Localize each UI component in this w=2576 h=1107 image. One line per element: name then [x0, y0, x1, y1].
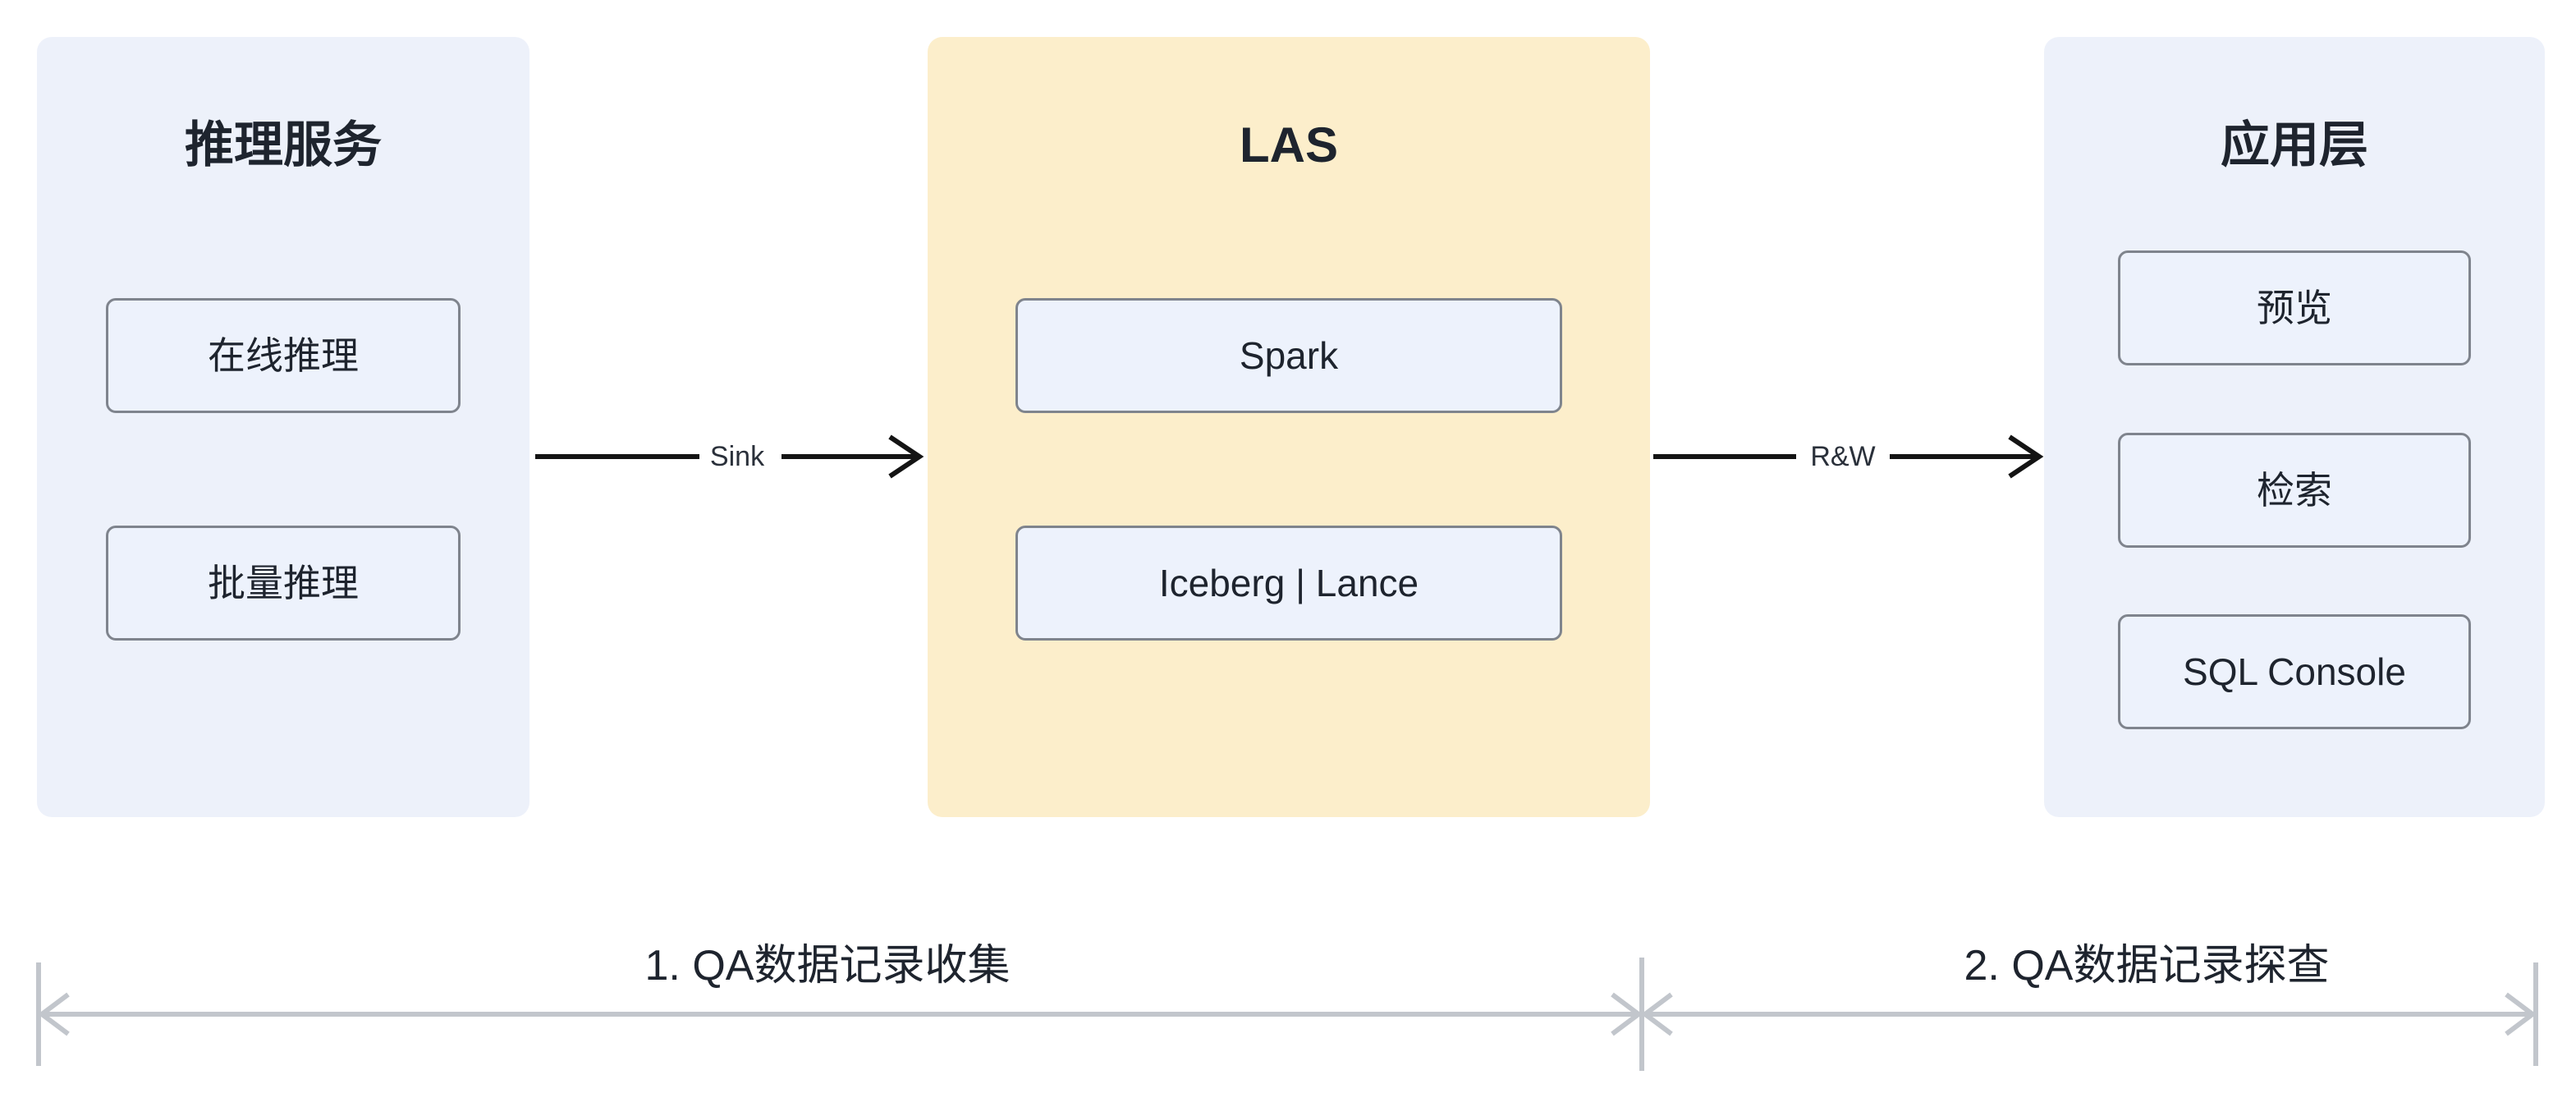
node-preview-label: 预览: [2257, 287, 2332, 329]
node-iceberg-lance-label: Iceberg | Lance: [1158, 562, 1419, 604]
panel-las-title: LAS: [1240, 117, 1338, 172]
node-batch-inference: 批量推理: [106, 526, 461, 641]
panel-las: LAS Spark Iceberg | Lance: [928, 37, 1650, 817]
sink-arrow-label: Sink: [709, 441, 765, 472]
rw-arrow-label: R&W: [1810, 441, 1876, 472]
node-online-inference-label: 在线推理: [208, 334, 359, 377]
node-batch-inference-label: 批量推理: [208, 562, 359, 604]
measure-label-collection: 1. QA数据记录收集: [644, 942, 1011, 990]
panel-inference-title: 推理服务: [185, 117, 382, 172]
panel-inference-service: 推理服务 在线推理 批量推理: [37, 37, 529, 817]
panel-application-layer-title: 应用层: [2221, 117, 2368, 172]
node-spark-label: Spark: [1239, 334, 1339, 377]
node-sql-console: SQL Console: [2118, 614, 2471, 729]
measure-label-exploration: 2. QA数据记录探查: [1964, 942, 2330, 990]
node-spark: Spark: [1015, 298, 1562, 413]
node-online-inference: 在线推理: [106, 298, 461, 413]
panel-application-layer: 应用层 预览 检索 SQL Console: [2044, 37, 2545, 817]
node-iceberg-lance: Iceberg | Lance: [1015, 526, 1562, 641]
node-sql-console-label: SQL Console: [2183, 650, 2406, 693]
node-preview: 预览: [2118, 250, 2471, 365]
node-search-label: 检索: [2257, 469, 2332, 512]
node-search: 检索: [2118, 433, 2471, 548]
